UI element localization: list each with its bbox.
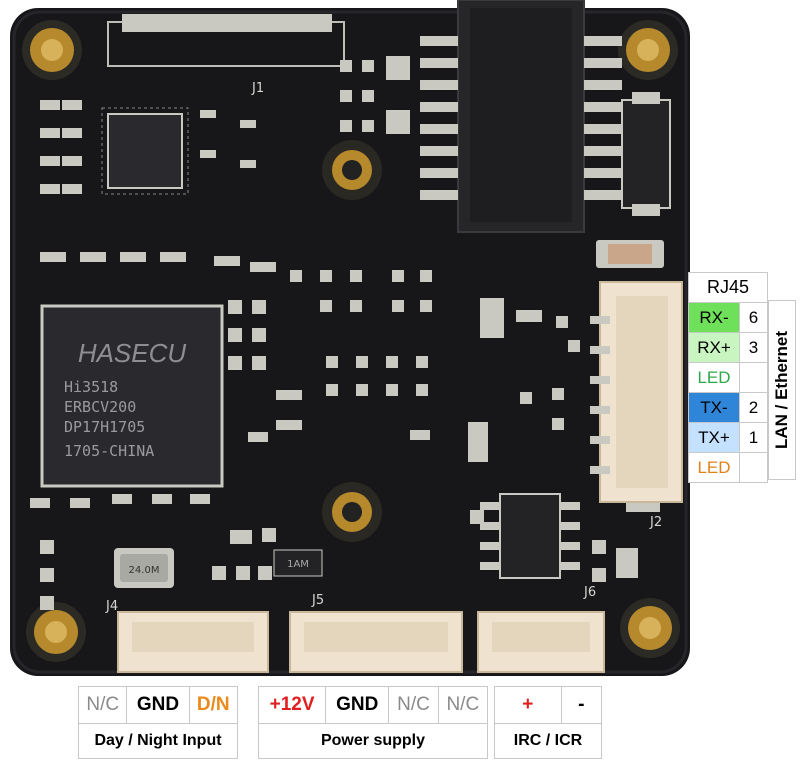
mounting-hole-top-left — [22, 20, 82, 80]
rj45-pin — [739, 452, 768, 483]
chip-line-1: Hi3518 — [64, 378, 118, 396]
ircut-caption: IRC / ICR — [494, 723, 602, 759]
mounting-hole-top-right — [618, 20, 678, 80]
qfn-chip — [101, 107, 189, 195]
chip-line-4: 1705-CHINA — [64, 442, 154, 460]
chip-line-3: DP17H1705 — [64, 418, 145, 436]
label-j6: J6 — [583, 585, 596, 600]
power-pin: +12V — [257, 686, 327, 724]
rj45-row: RX-6 — [688, 302, 768, 333]
rj45-signal: RX- — [688, 302, 740, 333]
rj45-signal: TX+ — [688, 422, 740, 453]
connector-j6 — [477, 611, 605, 673]
power-pin: GND — [325, 686, 390, 724]
crystal-oscillator: 24.0M — [114, 548, 174, 588]
lan-ethernet-text: LAN / Ethernet — [772, 330, 791, 450]
rj45-pin: 2 — [739, 392, 768, 423]
connector-j2 — [590, 281, 683, 503]
rj45-title: RJ45 — [688, 272, 768, 303]
rj45-row: RX+3 — [688, 332, 768, 363]
power-caption: Power supply — [258, 723, 488, 759]
rj45-pin: 6 — [739, 302, 768, 333]
label-j2: J2 — [649, 515, 662, 530]
rj45-signal: LED — [688, 452, 740, 483]
motor-driver-chip — [480, 493, 580, 579]
rj45-pin: 1 — [739, 422, 768, 453]
mounting-hole-center-bottom — [322, 482, 382, 542]
label-j4: J4 — [105, 599, 118, 614]
rj45-row: TX-2 — [688, 392, 768, 423]
label-j1: J1 — [251, 81, 264, 96]
rj45-signal: RX+ — [688, 332, 740, 363]
day-night-caption: Day / Night Input — [78, 723, 238, 759]
rj45-row: LED — [688, 452, 768, 483]
ircut-table: +- IRC / ICR — [494, 686, 603, 759]
mounting-hole-bottom-right — [620, 598, 680, 658]
ircut-pin: + — [494, 686, 562, 724]
small-ic-1am: 1AM — [273, 549, 323, 577]
lan-transformer — [420, 0, 622, 233]
day-night-pin: GND — [126, 686, 190, 724]
rj45-row: LED — [688, 362, 768, 393]
day-night-pin: N/C — [77, 686, 128, 724]
day-night-pin: D/N — [188, 686, 239, 724]
ic-label: 1AM — [287, 559, 309, 570]
power-pin: N/C — [388, 686, 439, 724]
rj45-pin — [739, 362, 768, 393]
rj45-pin: 3 — [739, 332, 768, 363]
power-pin: N/C — [437, 686, 489, 724]
ircut-pin: - — [560, 686, 603, 724]
soc-chip: HASECU Hi3518 ERBCV200 DP17H1705 1705-CH… — [40, 304, 224, 488]
connector-j5 — [289, 611, 463, 673]
rj45-signal: TX- — [688, 392, 740, 423]
connector-j1 — [107, 14, 345, 67]
lan-chip — [621, 92, 671, 216]
smd-pads — [30, 56, 660, 610]
rj45-pinout-table: RJ45 RX-6 RX+3 LED TX-2 TX+1 LED — [688, 272, 768, 483]
lan-ethernet-label: LAN / Ethernet — [768, 300, 796, 480]
connector-j4 — [117, 611, 269, 673]
mounting-hole-bottom-left — [26, 602, 86, 662]
label-j5: J5 — [311, 593, 324, 608]
crystal-label: 24.0M — [129, 565, 160, 576]
mounting-hole-center-top — [322, 140, 382, 200]
chip-line-2: ERBCV200 — [64, 398, 136, 416]
rj45-signal: LED — [688, 362, 740, 393]
rj45-row: TX+1 — [688, 422, 768, 453]
silk-logo: HASECU — [78, 338, 187, 368]
